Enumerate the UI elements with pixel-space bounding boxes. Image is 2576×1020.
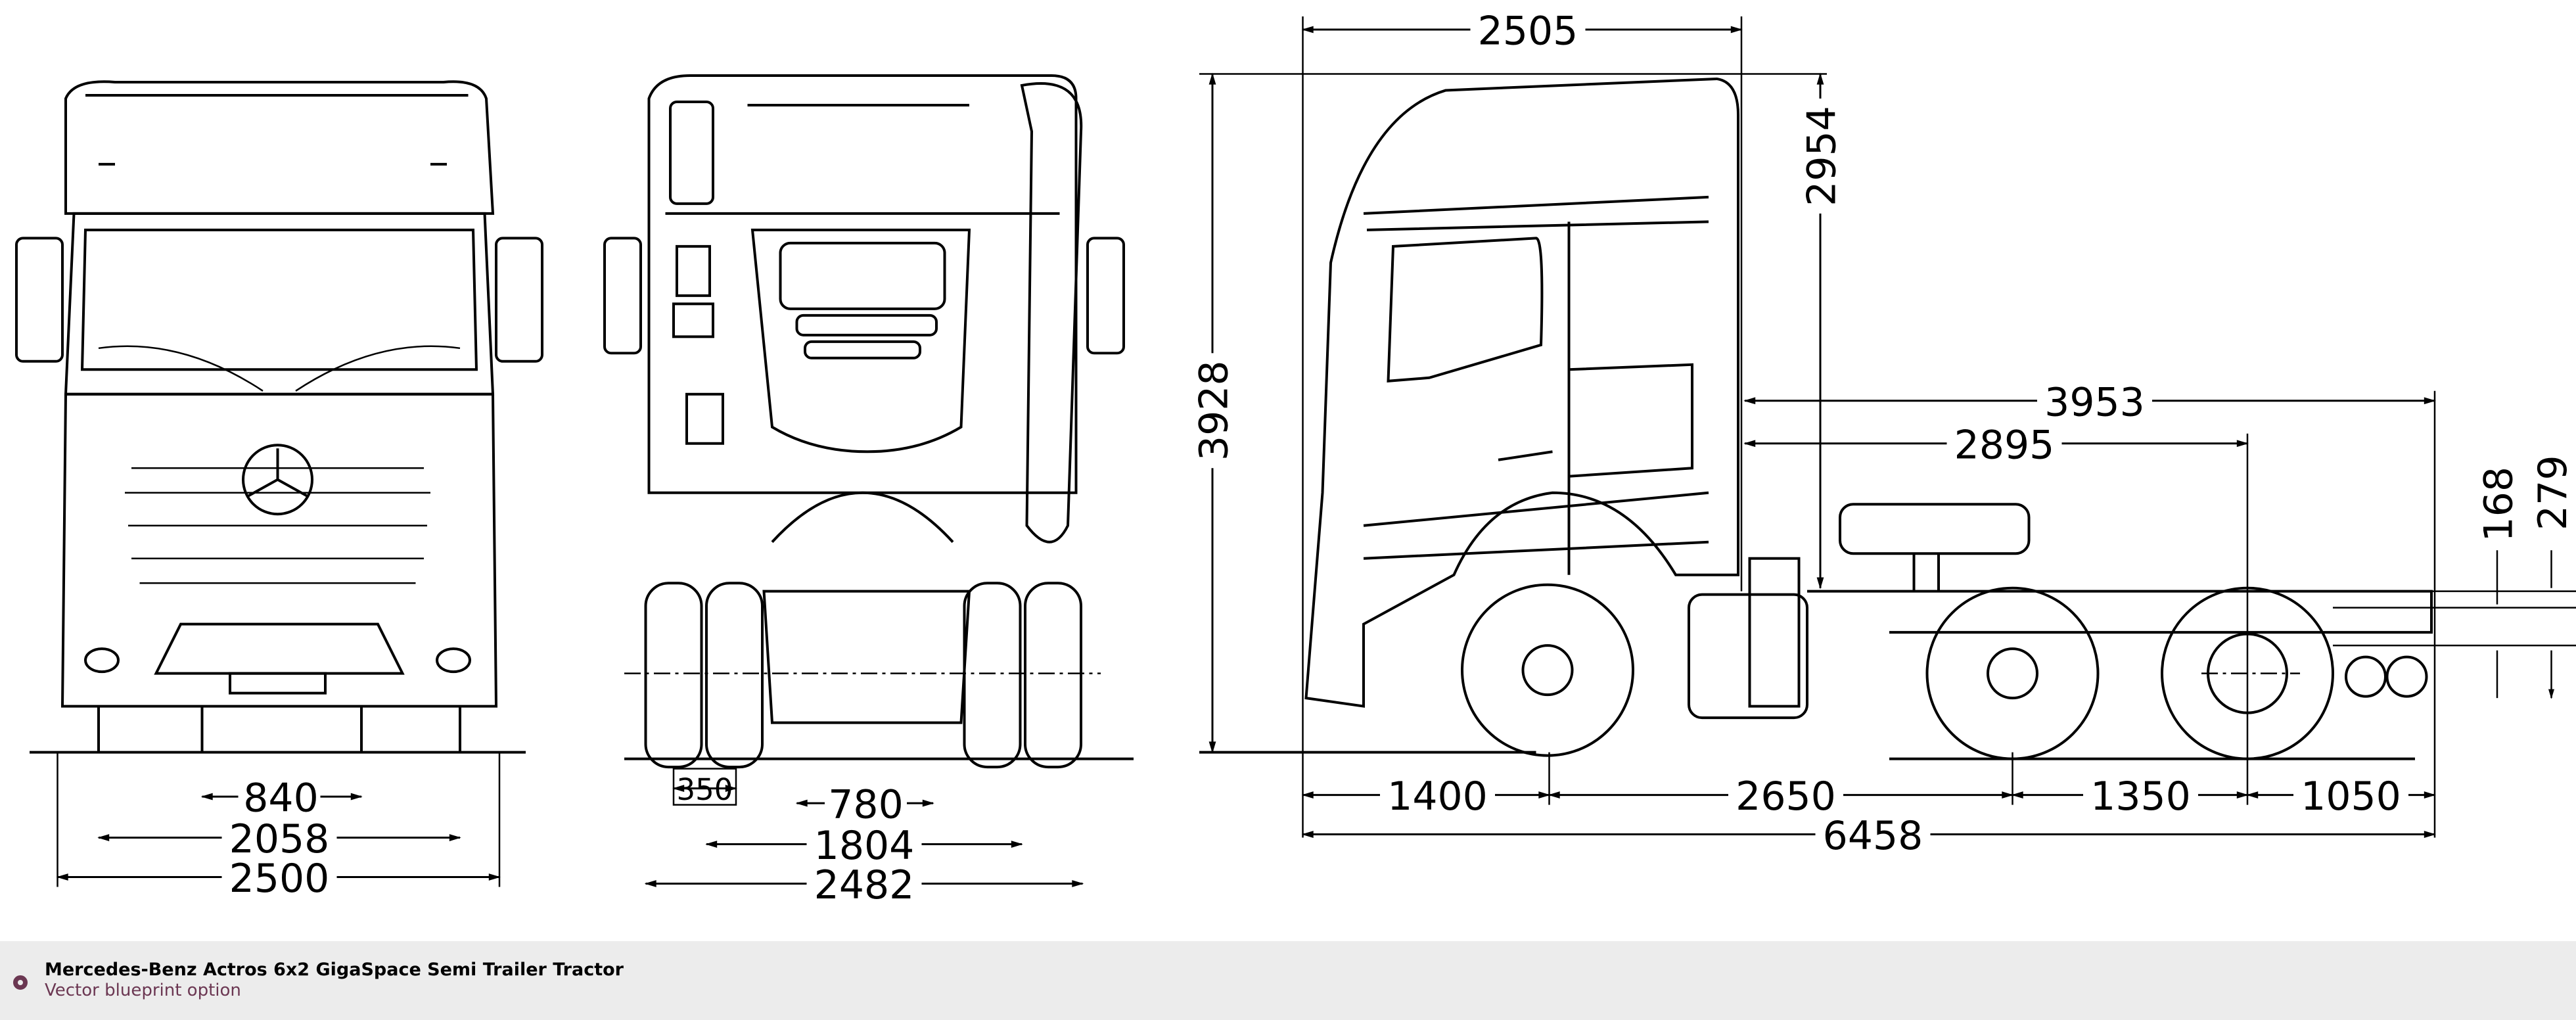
dim-rear-2482: 2482 [814,862,915,908]
truck-dimension-drawing: 840 2058 2500 350 780 1804 [15,8,2576,908]
dim-front-840: 840 [243,776,318,822]
dim-overall-height: 3928 [1191,360,1237,461]
dim-cab-to-rear-axle: 2895 [1954,422,2055,468]
dim-wheelbase-1: 2650 [1736,774,1836,820]
dim-front-2500: 2500 [229,856,330,902]
dim-cab-length: 2505 [1478,8,1578,54]
caption-subtitle: Vector blueprint option [45,981,241,1000]
rear-view: 350 780 1804 2482 [603,74,1134,908]
dim-rear-780: 780 [828,782,903,828]
ring-icon [13,975,28,990]
dim-overall-length: 6458 [1823,813,1923,859]
dim-rear-350: 350 [677,772,733,807]
dim-cab-to-rear: 3953 [2044,379,2145,425]
dim-wheelbase-2: 1350 [2090,774,2191,820]
dim-rear-overhang: 1050 [2301,774,2401,820]
dim-front-overhang: 1400 [1387,774,1488,820]
side-view: 2505 3928 2954 3953 2895 168 279 1400 26… [1191,8,2576,859]
dim-rear-1804: 1804 [814,823,915,869]
dim-front-2058: 2058 [229,816,330,862]
caption-title: Mercedes-Benz Actros 6x2 GigaSpace Semi … [45,960,624,980]
dim-fifth-wheel-279: 279 [2530,455,2576,530]
front-view: 840 2058 2500 [15,80,543,902]
dim-cab-height: 2954 [1799,106,1845,206]
dim-fifth-wheel-168: 168 [2475,467,2521,542]
caption-bar: Mercedes-Benz Actros 6x2 GigaSpace Semi … [0,941,2576,1020]
